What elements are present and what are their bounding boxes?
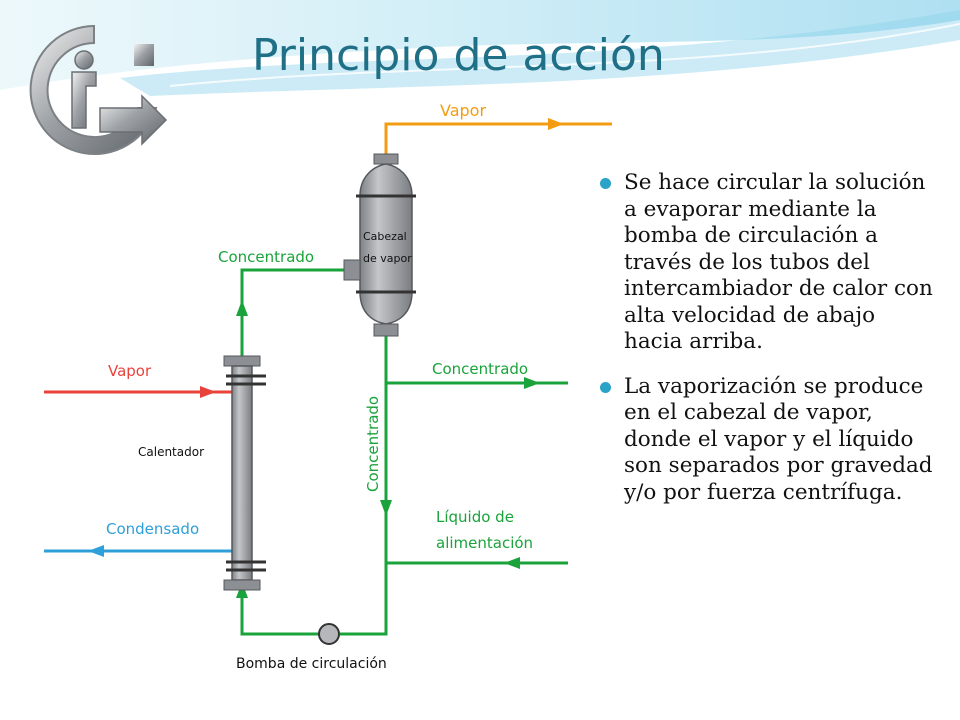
steam-inlet-arrow-icon xyxy=(200,386,216,398)
bullet-item: La vaporización se produce en el cabezal… xyxy=(598,374,938,507)
concentrate-outlet-arrow-icon xyxy=(524,377,540,389)
logo-letter-i-dot xyxy=(74,50,94,70)
vapor-head-vessel xyxy=(343,153,416,337)
logo-letter-i xyxy=(71,71,97,129)
downcomer-line xyxy=(340,336,388,636)
bullet-list: Se hace circular la solución a evaporar … xyxy=(598,170,938,524)
label-concentrado-right: Concentrado xyxy=(432,360,528,378)
label-concentrado-left: Concentrado xyxy=(218,248,314,266)
logo-arrow-icon xyxy=(99,94,168,146)
slide-title: Principio de acción xyxy=(252,30,665,81)
label-vapor-left: Vapor xyxy=(108,362,152,380)
process-lines xyxy=(240,268,568,636)
label-de-vapor: de vapor xyxy=(363,252,412,265)
label-concentrado-vertical: Concentrado xyxy=(364,396,382,492)
logo-frame-bar xyxy=(134,44,154,66)
label-vapor-top: Vapor xyxy=(440,101,486,120)
vapor-outlet-arrow-icon xyxy=(548,118,564,130)
label-calentador: Calentador xyxy=(138,445,204,459)
circulation-pump-icon xyxy=(318,623,340,645)
bullet-text: Se hace circular la solución a evaporar … xyxy=(624,170,933,354)
bullet-item: Se hace circular la solución a evaporar … xyxy=(598,170,938,356)
label-condensado: Condensado xyxy=(106,520,199,538)
background-swoosh-line xyxy=(169,23,960,87)
riser-arrow-icon xyxy=(236,300,248,316)
condensate-outlet-arrow-icon xyxy=(88,545,104,557)
downcomer-arrow-icon xyxy=(380,500,392,516)
background-swoosh-upper xyxy=(0,0,960,90)
vapor-outlet-line xyxy=(384,122,612,154)
company-logo xyxy=(29,24,168,155)
feed-inlet-arrow-icon xyxy=(504,557,520,569)
heater-vessel xyxy=(223,355,266,591)
label-cabezal: Cabezal xyxy=(363,230,407,243)
concentrate-riser-line xyxy=(240,268,344,360)
label-alimentacion: alimentación xyxy=(436,534,533,552)
label-liquido: Líquido de xyxy=(436,508,514,526)
pump-return-line xyxy=(240,585,318,636)
bullet-dot-icon xyxy=(600,178,611,189)
bullet-dot-icon xyxy=(600,381,611,393)
evaporator-diagram: Vapor Cabezal de vapor Concentrado Vapor… xyxy=(44,101,612,672)
bullet-text: La vaporización se produce en el cabezal… xyxy=(624,373,933,505)
label-bomba: Bomba de circulación xyxy=(236,656,387,672)
